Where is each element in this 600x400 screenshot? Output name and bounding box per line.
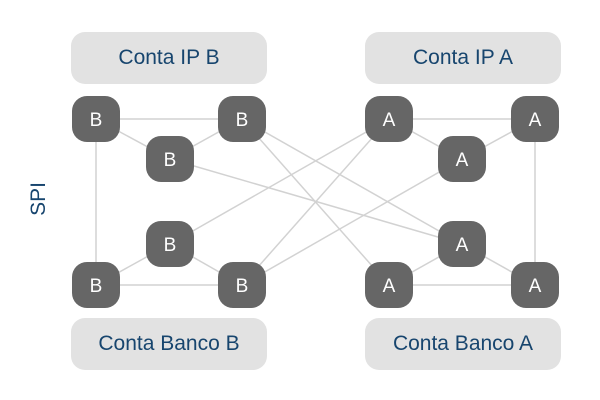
node-a-bottom-left-label: A [383, 276, 396, 297]
node-b-bottom-right: B [218, 262, 266, 308]
node-a-top-inner-label: A [456, 150, 469, 171]
edge-cross-3 [241, 158, 463, 286]
node-a-bottom-right: A [511, 262, 559, 308]
node-b-bottom-inner: B [146, 221, 194, 267]
spi-label: SPI [27, 182, 50, 216]
node-a-top-inner: A [438, 136, 486, 182]
node-b-top-left-label: B [90, 110, 103, 131]
node-b-top-right-label: B [236, 110, 249, 131]
node-a-bottom-inner: A [438, 221, 486, 267]
node-b-top-right: B [218, 96, 266, 142]
edge-cross-6 [241, 118, 463, 245]
node-b-bottom-left: B [72, 262, 120, 308]
node-a-top-left-label: A [383, 110, 396, 131]
edge-cross-5 [241, 118, 390, 286]
group-label-conta-ip-a: Conta IP A [365, 32, 561, 84]
node-a-top-right: A [511, 96, 559, 142]
node-a-bottom-inner-label: A [456, 235, 469, 256]
node-b-top-left: B [72, 96, 120, 142]
node-b-bottom-inner-label: B [164, 235, 177, 256]
edge-cross-1 [169, 118, 390, 245]
group-label-conta-banco-a: Conta Banco A [365, 318, 561, 370]
node-b-top-inner: B [146, 136, 194, 182]
group-label-conta-ip-b: Conta IP B [71, 32, 267, 84]
node-b-top-inner-label: B [164, 150, 177, 171]
node-b-bottom-right-label: B [236, 276, 249, 297]
node-a-bottom-right-label: A [529, 276, 542, 297]
node-a-top-left: A [365, 96, 413, 142]
node-b-bottom-left-label: B [90, 276, 103, 297]
node-a-bottom-left: A [365, 262, 413, 308]
group-label-conta-banco-b: Conta Banco B [71, 318, 267, 370]
nodes: B B B B B B A A [72, 96, 559, 308]
node-a-top-right-label: A [529, 110, 542, 131]
